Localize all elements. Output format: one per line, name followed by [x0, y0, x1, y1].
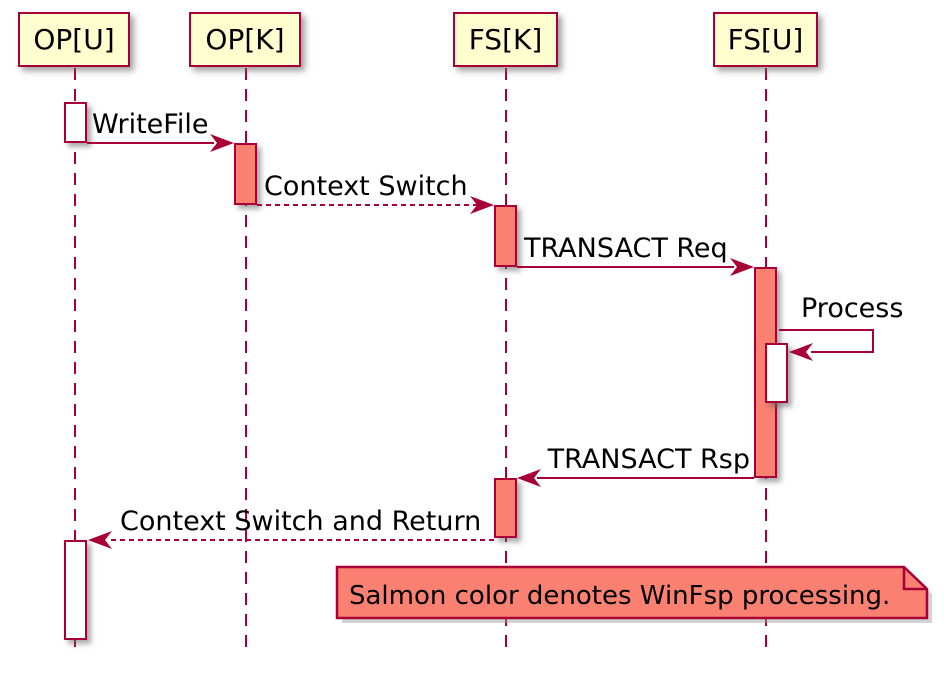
message-label-writefile: WriteFile — [92, 109, 209, 140]
arrowhead-process — [789, 343, 813, 361]
participant-label-fsk: FS[K] — [468, 23, 543, 56]
participant-box-opk: OP[K] — [189, 12, 301, 67]
participant-box-opu: OP[U] — [18, 12, 130, 67]
note-fold-corner — [902, 567, 927, 591]
arrowhead-context-switch — [470, 196, 494, 214]
participant-box-fsu: FS[U] — [713, 12, 818, 67]
activation-opk-salmon — [234, 143, 257, 205]
note-shape — [335, 565, 932, 623]
activation-opu-writefile — [64, 102, 87, 143]
arrowhead-context-switch-return — [88, 531, 112, 549]
message-label-context-switch-return: Context Switch and Return — [120, 506, 482, 537]
message-label-transact-rsp: TRANSACT Rsp — [547, 444, 750, 475]
participant-label-opu: OP[U] — [33, 23, 115, 56]
participant-box-fsk: FS[K] — [453, 12, 558, 67]
note-text: Salmon color denotes WinFsp processing. — [349, 581, 891, 611]
arrow-line-process-self — [779, 329, 874, 353]
activation-fsk-salmon-2 — [494, 478, 517, 538]
activation-fsk-salmon-1 — [494, 205, 517, 267]
activation-opu-return — [64, 540, 87, 640]
message-label-process: Process — [801, 293, 904, 324]
arrowhead-transact-req — [730, 258, 754, 276]
arrowhead-transact-rsp — [517, 469, 541, 487]
arrowhead-writefile — [210, 134, 234, 152]
activation-fsu-process — [765, 343, 788, 403]
participant-label-opk: OP[K] — [205, 23, 285, 56]
message-label-transact-req: TRANSACT Req — [524, 233, 728, 264]
message-label-context-switch: Context Switch — [264, 171, 468, 202]
note-body — [335, 565, 929, 620]
participant-label-fsu: FS[U] — [727, 23, 804, 56]
